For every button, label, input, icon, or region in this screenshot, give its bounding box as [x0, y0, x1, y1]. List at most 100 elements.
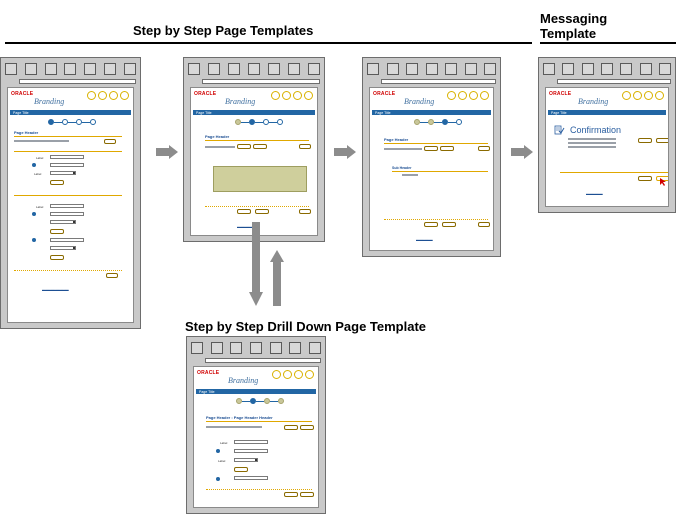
toolbar-button-icon	[289, 342, 302, 354]
train-step-icon	[278, 398, 284, 404]
radio-icon[interactable]	[32, 238, 36, 242]
back-button[interactable]	[253, 144, 267, 149]
browser-toolbar	[191, 340, 321, 357]
global-button-icon	[293, 91, 302, 100]
toolbar-button-icon	[191, 342, 203, 354]
browser-toolbar	[188, 61, 320, 78]
radio-icon[interactable]	[32, 163, 36, 167]
global-buttons	[622, 91, 664, 100]
global-button-icon	[633, 91, 642, 100]
select-field[interactable]	[50, 171, 76, 175]
branding-text: Branding	[225, 97, 256, 106]
review-text	[402, 174, 418, 176]
text-field[interactable]	[50, 212, 84, 216]
browser-screen: ORACLE Branding Page Title Page Header :…	[193, 366, 319, 508]
toolbar-button-icon	[562, 63, 575, 75]
radio-icon[interactable]	[216, 449, 220, 453]
footer-links[interactable]: __________	[234, 504, 251, 508]
oracle-logo: ORACLE	[194, 91, 217, 97]
text-field[interactable]	[234, 476, 268, 480]
cancel-button[interactable]	[284, 492, 298, 497]
toolbar-button-icon	[188, 63, 200, 75]
global-button-icon	[109, 91, 118, 100]
confirmation-check-icon	[554, 125, 565, 135]
text-field[interactable]	[50, 163, 84, 167]
cancel-button[interactable]	[237, 209, 251, 214]
train-step-icon	[62, 119, 68, 125]
train-step-icon	[235, 119, 241, 125]
global-button-icon	[480, 91, 489, 100]
oracle-logo: ORACLE	[197, 370, 220, 376]
browser-toolbar	[5, 61, 136, 78]
return-button[interactable]	[638, 176, 652, 181]
select-field[interactable]	[50, 246, 76, 250]
cancel-button[interactable]	[424, 146, 438, 151]
global-buttons	[271, 91, 313, 100]
cancel-button[interactable]	[284, 425, 298, 430]
footer-links[interactable]: __________	[416, 236, 433, 240]
toolbar-button-icon	[581, 63, 594, 75]
branding-text: Branding	[34, 97, 65, 106]
footer-links[interactable]: __________	[586, 190, 603, 194]
radio-icon[interactable]	[32, 212, 36, 216]
action-button[interactable]	[234, 467, 248, 472]
text-field[interactable]	[50, 155, 84, 159]
browser-screen: ORACLE Branding Page Title Page Header _…	[190, 87, 318, 236]
action-button[interactable]	[50, 255, 64, 260]
next-button[interactable]	[299, 209, 311, 214]
cancel-button[interactable]	[424, 222, 438, 227]
footer-divider	[384, 219, 488, 220]
toolbar-button-icon	[5, 63, 17, 75]
footer-links[interactable]: __________	[237, 223, 254, 227]
flow-arrow-icon	[156, 145, 178, 159]
apply-button[interactable]	[300, 492, 314, 497]
global-buttons	[272, 370, 314, 379]
step-train	[236, 397, 284, 405]
text-field[interactable]	[234, 440, 268, 444]
submit-button[interactable]	[478, 222, 490, 227]
template-mockup-step-review: ORACLE Branding Page Title Page Header S…	[362, 57, 501, 257]
toolbar-button-icon	[123, 63, 136, 75]
toolbar-button-icon	[84, 63, 97, 75]
action-button[interactable]	[50, 180, 64, 185]
ok-button[interactable]	[656, 138, 668, 143]
action-button[interactable]	[50, 229, 64, 234]
text-field[interactable]	[50, 204, 84, 208]
oracle-logo: ORACLE	[373, 91, 396, 97]
return-button[interactable]	[638, 138, 652, 143]
next-button[interactable]	[106, 273, 118, 278]
select-field[interactable]	[234, 458, 258, 462]
messaging-heading-line1: Messaging	[540, 11, 608, 26]
back-button[interactable]	[104, 139, 116, 144]
global-button-icon	[622, 91, 631, 100]
next-button[interactable]	[299, 144, 311, 149]
page-header: Page Header : Page Header Header	[206, 415, 273, 420]
toolbar-button-icon	[268, 63, 280, 75]
back-button[interactable]	[442, 222, 456, 227]
train-step-icon	[442, 119, 448, 125]
text-field[interactable]	[234, 449, 268, 453]
toolbar-button-icon	[445, 63, 457, 75]
page-title: Page Title	[196, 110, 212, 115]
cancel-button[interactable]	[237, 144, 251, 149]
text-field[interactable]	[50, 238, 84, 242]
radio-icon[interactable]	[216, 477, 220, 481]
confirmation-message	[568, 138, 616, 140]
browser-toolbar	[367, 61, 496, 78]
page-title-bar: Page Title	[196, 389, 316, 394]
global-button-icon	[120, 91, 129, 100]
apply-button[interactable]	[300, 425, 314, 430]
train-step-icon	[428, 119, 434, 125]
select-field[interactable]	[50, 220, 76, 224]
back-button[interactable]	[255, 209, 269, 214]
page-title-bar: Page Title	[193, 110, 315, 115]
label: Label	[36, 156, 44, 160]
label: Label	[218, 459, 226, 463]
address-bar	[381, 79, 496, 84]
page-title: Page Title	[199, 389, 215, 394]
toolbar-button-icon	[228, 63, 240, 75]
page-header-line	[206, 421, 312, 422]
back-button[interactable]	[440, 146, 454, 151]
footer-links[interactable]: ________________	[42, 286, 69, 290]
next-button[interactable]	[478, 146, 490, 151]
